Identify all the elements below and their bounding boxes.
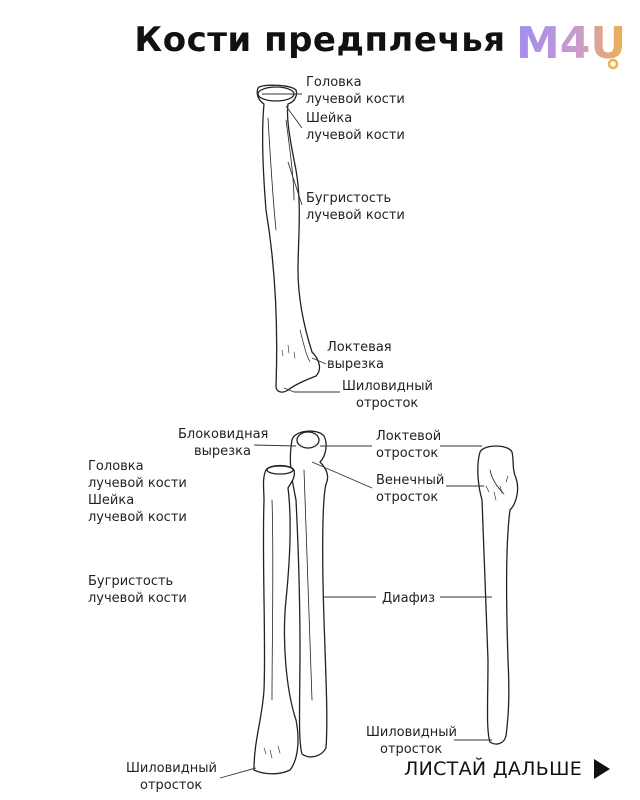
radius-ulna-pair — [253, 430, 329, 775]
m4u-logo-icon: M4U — [516, 18, 626, 70]
radius-bone-top — [256, 84, 321, 393]
play-arrow-icon — [594, 759, 611, 779]
page-title: Кости предплечья — [134, 20, 506, 60]
next-slide-button[interactable]: ЛИСТАЙ ДАЛЬШЕ — [404, 758, 611, 780]
ulna-bone-right — [477, 445, 519, 745]
label-diaphysis: Диафиз — [382, 591, 436, 606]
logo-text: M4U — [516, 18, 626, 69]
leader-lines — [219, 93, 492, 779]
next-slide-label: ЛИСТАЙ ДАЛЬШЕ — [404, 758, 583, 780]
